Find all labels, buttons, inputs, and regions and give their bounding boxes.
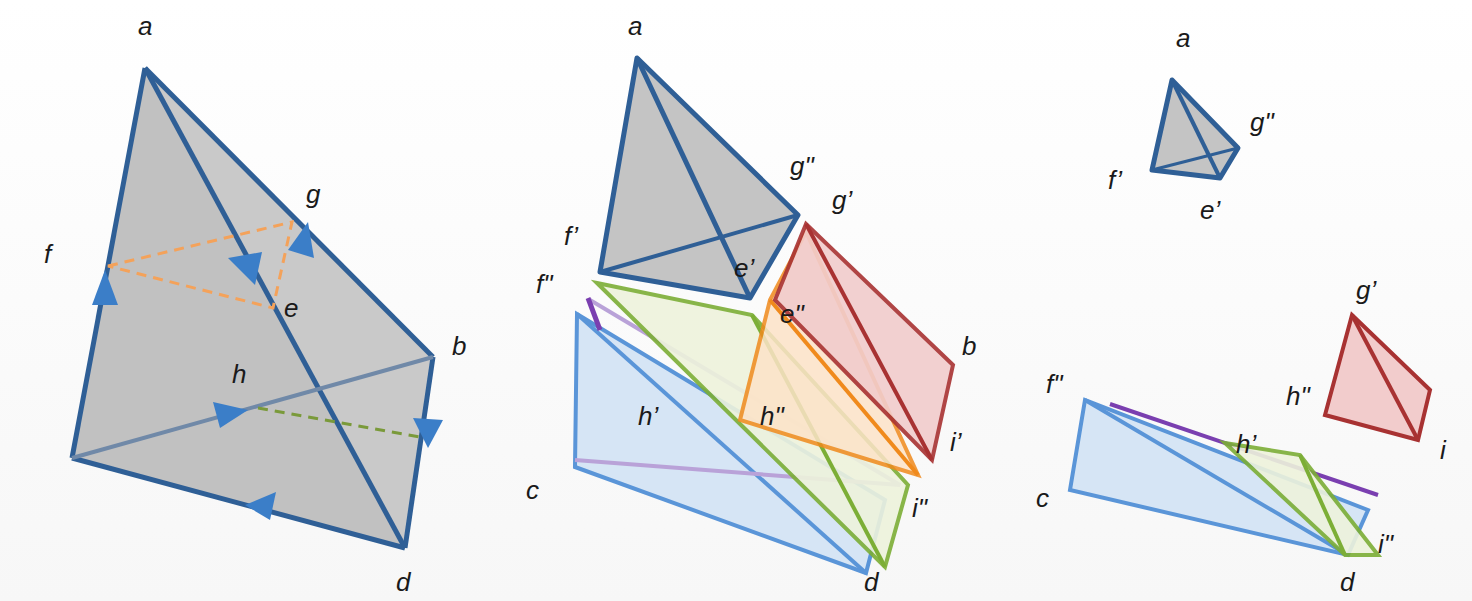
vertex-label: d: [1340, 568, 1354, 596]
vertex-label: h: [232, 360, 246, 388]
vertex-label: f: [44, 240, 51, 268]
vertex-label: i’: [950, 428, 962, 456]
vertex-label: c: [526, 476, 539, 504]
vertex-label: h’: [1236, 430, 1256, 458]
vertex-label: b: [452, 332, 466, 360]
vertex-label: f": [1046, 370, 1062, 398]
vertex-label: e’: [734, 254, 754, 282]
vertex-label: h": [760, 402, 784, 430]
vertex-label: e’: [1200, 196, 1220, 224]
vertex-label: f’: [1108, 166, 1122, 194]
vertex-label: i": [1378, 530, 1393, 558]
vertex-label: g’: [1356, 276, 1376, 304]
vertex-label: b: [962, 332, 976, 360]
vertex-label: g’: [832, 186, 852, 214]
vertex-label: e": [780, 300, 804, 328]
vertex-label: h’: [638, 402, 658, 430]
vertex-label: h": [1286, 382, 1310, 410]
vertex-label: d: [396, 568, 410, 596]
vertex-label: i": [912, 494, 927, 522]
vertex-label: g": [1250, 108, 1274, 136]
vertex-label: g: [306, 180, 320, 208]
vertex-label: a: [138, 12, 152, 40]
vertex-label: g": [790, 152, 814, 180]
vertex-label: f’: [564, 222, 578, 250]
vertex-label: d: [864, 568, 878, 596]
vertex-label: f": [536, 270, 552, 298]
vertex-label: i: [1440, 436, 1446, 464]
vertex-label: a: [628, 12, 642, 40]
vertex-label: a: [1176, 24, 1190, 52]
vertex-label: e: [284, 294, 298, 322]
vertex-label: c: [1036, 484, 1049, 512]
